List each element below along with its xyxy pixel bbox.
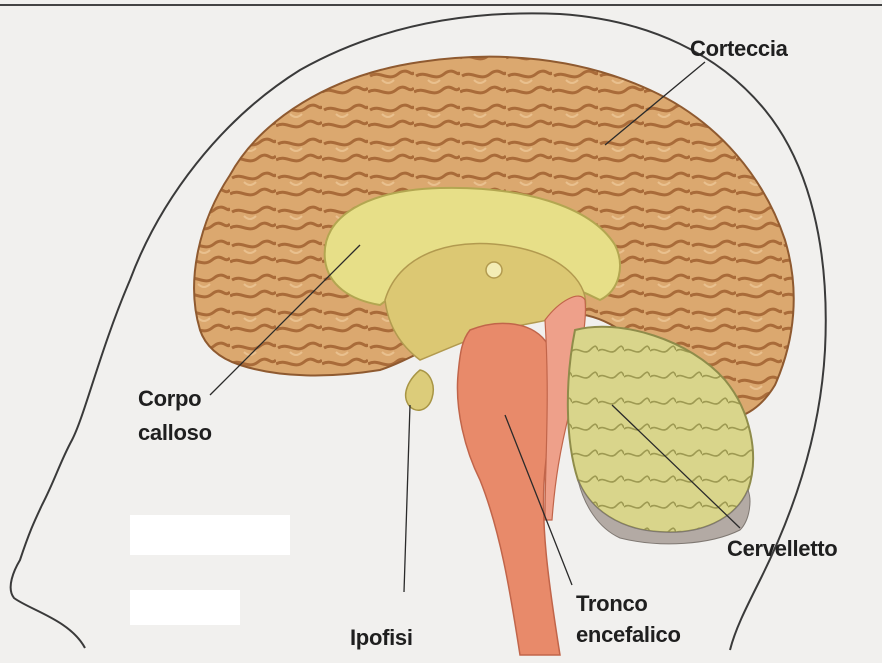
label-cortex: Corteccia: [690, 36, 789, 61]
label-cerebellum: Cervelletto: [727, 536, 837, 561]
top-border: [0, 4, 882, 6]
face-patch-upper: [130, 515, 290, 555]
face-patch-lower: [130, 590, 240, 625]
label-corpus-callosum-line2: calloso: [138, 420, 212, 445]
label-corpus-callosum-line1: Corpo: [138, 386, 201, 411]
pineal-dot: [486, 262, 502, 278]
label-brainstem-line1: Tronco: [576, 591, 648, 616]
label-brainstem-line2: encefalico: [576, 622, 681, 647]
label-pituitary: Ipofisi: [350, 625, 413, 650]
